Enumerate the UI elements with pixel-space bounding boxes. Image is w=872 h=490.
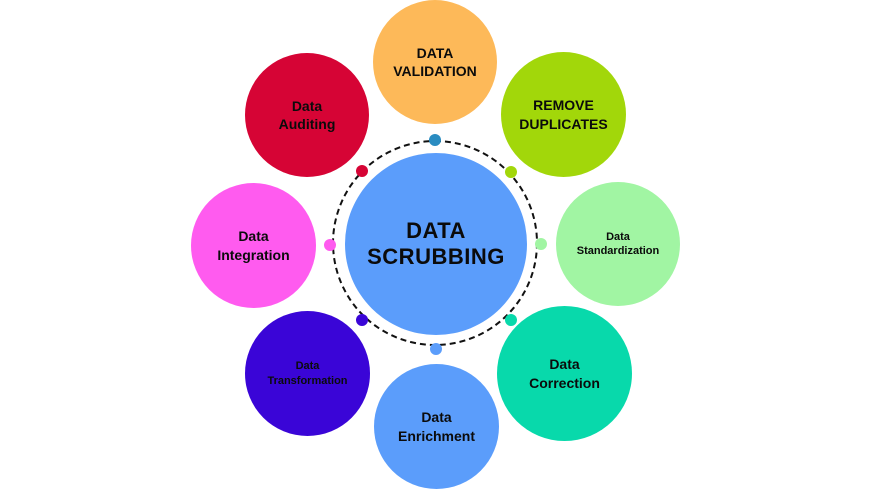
- node-label-line1: DATA: [416, 44, 454, 61]
- node-label-line2: VALIDATION: [393, 63, 477, 79]
- node-data-correction: Data Correction: [497, 306, 632, 441]
- center-label-line1: DATA: [406, 217, 466, 243]
- node-label-line1: Data: [291, 97, 323, 114]
- node-label-line1: Data: [295, 360, 320, 373]
- node-label-line1: Data: [421, 409, 452, 426]
- connector-dot-standardization: [535, 238, 547, 250]
- connector-dot-transformation: [356, 314, 368, 326]
- node-label-line2: DUPLICATES: [519, 115, 608, 132]
- node-label-line2: Transformation: [267, 374, 348, 387]
- node-data-auditing: Data Auditing: [245, 53, 369, 177]
- node-label-line2: Enrichment: [397, 427, 475, 444]
- connector-dot-enrichment: [430, 343, 442, 355]
- node-data-validation: DATA VALIDATION: [373, 0, 497, 124]
- node-label-line1: REMOVE: [533, 97, 594, 114]
- node-label-line2: Correction: [529, 374, 600, 391]
- node-label-line2: Integration: [217, 246, 290, 263]
- center-node-data-scrubbing: DATA SCRUBBING: [345, 153, 527, 335]
- node-label-line1: Data: [606, 230, 630, 243]
- connector-dot-auditing: [356, 165, 368, 177]
- node-data-standardization: Data Standardization: [556, 182, 680, 306]
- center-label-line2: SCRUBBING: [367, 244, 505, 269]
- node-data-transformation: Data Transformation: [245, 311, 370, 436]
- node-data-enrichment: Data Enrichment: [374, 364, 499, 489]
- node-label-line2: Standardization: [576, 245, 660, 257]
- node-label-line1: Data: [238, 228, 269, 245]
- connector-dot-validation: [429, 134, 441, 146]
- connector-dot-duplicates: [505, 166, 517, 178]
- connector-dot-integration: [324, 239, 336, 251]
- node-label-line2: Auditing: [278, 116, 336, 132]
- connector-dot-correction: [505, 314, 517, 326]
- node-remove-duplicates: REMOVE DUPLICATES: [501, 52, 626, 177]
- node-label-line1: Data: [549, 356, 580, 373]
- node-data-integration: Data Integration: [191, 183, 316, 308]
